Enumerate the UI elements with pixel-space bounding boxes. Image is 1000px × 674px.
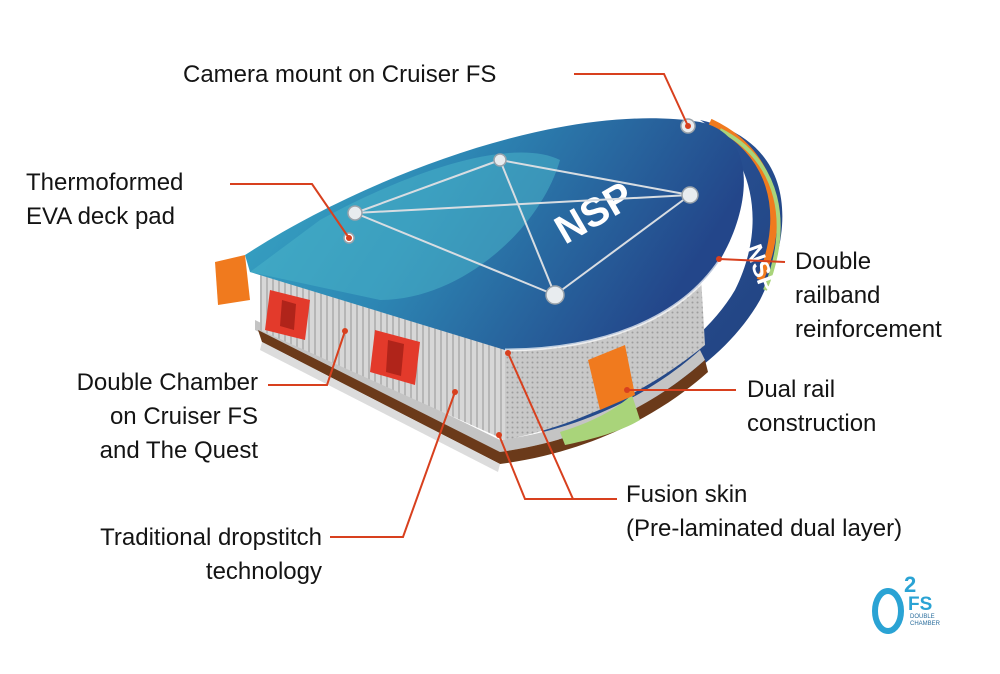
logo-superscript: 2 <box>904 572 917 597</box>
deck-dring-mounts <box>343 118 699 305</box>
label-double-chamber: Double Chamber on Cruiser FS and The Que… <box>76 369 258 464</box>
leader-dots <box>342 123 722 438</box>
nose-rail-cap <box>215 255 250 305</box>
board-deck: NSP <box>245 118 744 352</box>
dual-rail-patch <box>588 345 635 410</box>
logo-suffix: FS <box>908 594 933 615</box>
logo-subtitle-2: CHAMBER <box>910 621 941 627</box>
label-camera-mount: Camera mount on Cruiser FS <box>183 61 497 88</box>
label-dropstitch: Traditional dropstitch technology <box>100 524 322 585</box>
double-chamber-beams <box>265 290 420 385</box>
label-dual-rail: Dual rail construction <box>747 376 877 437</box>
bottom-layers <box>255 320 708 472</box>
label-railband: Double railband reinforcement <box>795 248 942 343</box>
logo-subtitle-1: DOUBLE <box>910 614 935 620</box>
o2-fs-logo: 2 FS DOUBLE CHAMBER <box>870 572 950 638</box>
leader-lines <box>230 73 786 538</box>
bungee-cords <box>354 159 691 296</box>
label-fusion-skin: Fusion skin (Pre-laminated dual layer) <box>626 481 903 542</box>
label-deck-pad: Thermoformed EVA deck pad <box>26 169 184 230</box>
